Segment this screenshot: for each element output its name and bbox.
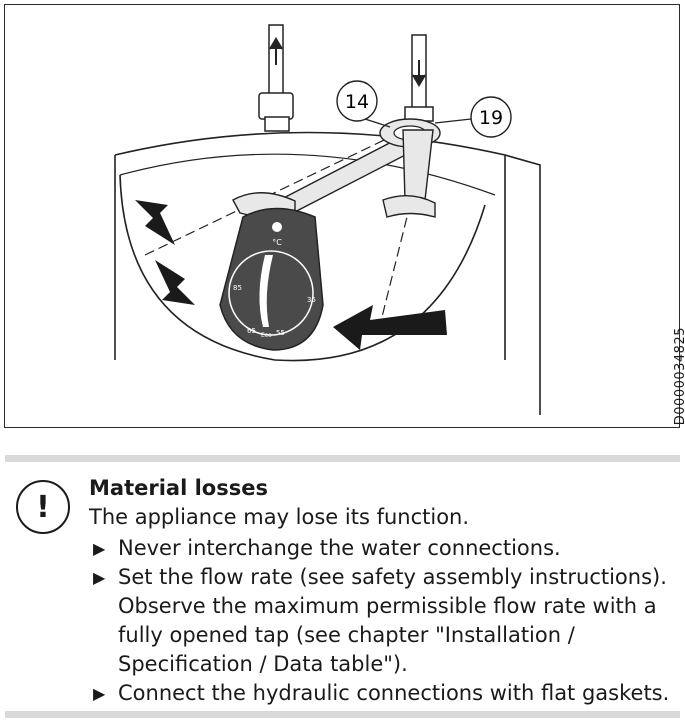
callout-14-circle	[336, 80, 378, 122]
dial-55: 55	[276, 329, 285, 337]
installation-figure: °C 85 35 65 Eco 55 14 19 D0000034825	[4, 4, 685, 428]
bottom-divider	[5, 711, 680, 718]
down-arrow-icon	[412, 60, 426, 87]
document-id: D0000034825	[673, 327, 685, 426]
up-arrow-icon	[269, 37, 283, 65]
dial-85: 85	[233, 284, 242, 292]
dial-eco: Eco	[261, 332, 272, 339]
notice-lead: The appliance may lose its function.	[89, 505, 470, 529]
notice-bullets: ▶ Never interchange the water connections…	[93, 534, 673, 708]
callout-19-circle	[470, 96, 512, 138]
notice-title: Material losses	[89, 476, 268, 500]
bullet-arrow-icon: ▶	[93, 684, 106, 703]
outlet-pipe	[258, 24, 294, 132]
callout-14: 14	[345, 91, 369, 113]
dial-unit: °C	[272, 238, 282, 247]
dial-65: 65	[247, 327, 256, 335]
press-arrow-icon	[155, 260, 195, 305]
dial-35: 35	[307, 296, 316, 304]
bullet-text: Connect the hydraulic connections with f…	[118, 681, 670, 705]
press-arrow-icon	[135, 200, 175, 245]
figure-drawing: °C 85 35 65 Eco 55 14 19	[114, 24, 541, 415]
list-item: ▶ Set the flow rate (see safety assembly …	[93, 563, 673, 679]
exclamation-icon: !	[16, 480, 70, 534]
thermostat-panel: °C 85 35 65 Eco 55	[219, 207, 324, 351]
bullet-arrow-icon: ▶	[93, 539, 106, 558]
inlet-pipe	[404, 34, 434, 122]
top-divider	[5, 455, 680, 462]
bullet-arrow-icon: ▶	[93, 568, 106, 587]
wrench-19	[382, 129, 436, 218]
list-item: ▶ Never interchange the water connections…	[93, 534, 673, 563]
callout-19: 19	[479, 107, 503, 129]
bullet-text: Never interchange the water connections.	[118, 536, 561, 560]
rotate-arrow-icon	[333, 305, 447, 350]
bullet-text: Set the flow rate (see safety assembly i…	[118, 565, 667, 676]
list-item: ▶ Connect the hydraulic connections with …	[93, 679, 673, 708]
